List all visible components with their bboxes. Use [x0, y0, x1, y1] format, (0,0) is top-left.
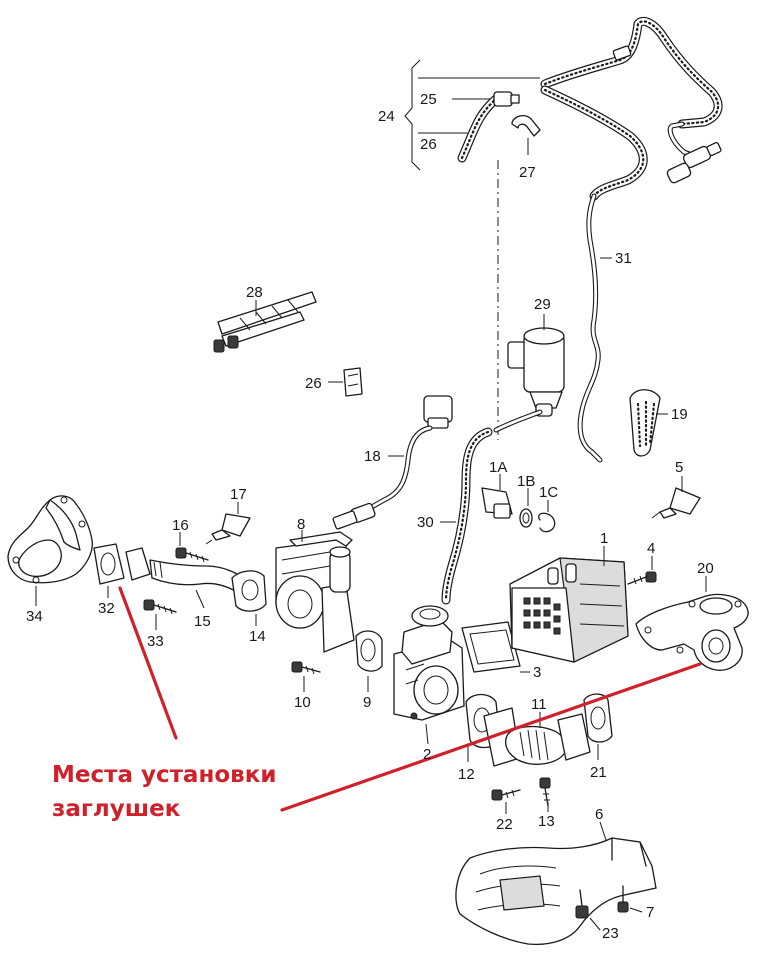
callout-3: 3 — [533, 664, 541, 681]
pipe-11 — [483, 707, 591, 767]
bolt-10 — [291, 661, 321, 692]
annotation-line-2: заглушек — [52, 796, 181, 822]
callout-30: 30 — [417, 514, 434, 531]
callout-4: 4 — [647, 540, 655, 557]
callout-26-mid: 26 — [305, 375, 322, 392]
callout-26-top: 26 — [420, 136, 437, 153]
callout-1A: 1A — [489, 459, 507, 476]
gasket-21 — [583, 693, 613, 760]
bolt-4 — [627, 556, 657, 585]
callout-11: 11 — [531, 696, 547, 713]
gasket-9 — [355, 630, 383, 692]
callout-5: 5 — [675, 459, 683, 476]
callout-7: 7 — [646, 904, 654, 921]
cooler-fins — [523, 597, 561, 635]
wiring-clip-28 — [213, 291, 317, 353]
flap-housing-2 — [393, 605, 465, 745]
callout-labels: 24 25 26 27 31 28 29 26 19 18 1A 1B 1C 5… — [26, 91, 714, 942]
clip-26 — [328, 367, 363, 397]
callout-1B: 1B — [517, 473, 535, 490]
hose-19 — [629, 389, 668, 457]
bolt-33 — [143, 599, 177, 630]
hose-30 — [440, 427, 493, 605]
sealant-tube-5 — [651, 476, 701, 519]
callout-24: 24 — [378, 108, 395, 125]
callout-29: 29 — [534, 296, 551, 313]
callout-19: 19 — [671, 406, 688, 423]
annotation-line-left — [118, 586, 178, 740]
callout-22: 22 — [496, 816, 513, 833]
callout-20: 20 — [697, 560, 714, 577]
gasket-3 — [461, 621, 530, 673]
callout-2: 2 — [423, 746, 431, 763]
callout-25: 25 — [420, 91, 437, 108]
callout-28: 28 — [246, 284, 263, 301]
fitting-1A-1B-1C — [481, 474, 556, 533]
callout-13: 13 — [538, 813, 555, 830]
bolt-13 — [539, 777, 551, 812]
sealant-tube-17 — [205, 502, 251, 545]
callout-23: 23 — [602, 925, 619, 942]
callout-34: 34 — [26, 608, 43, 625]
callout-17: 17 — [230, 486, 247, 503]
egr-cooler-1 — [509, 546, 629, 663]
callout-32: 32 — [98, 600, 115, 617]
bolt-22 — [491, 789, 521, 814]
callout-1C: 1C — [539, 484, 558, 501]
bolt-16 — [175, 532, 209, 563]
gasket-14 — [231, 570, 267, 626]
callout-6: 6 — [595, 806, 603, 823]
plug-location-annotation: Места установки заглушек — [52, 758, 276, 826]
callout-15: 15 — [194, 613, 211, 630]
gasket-32 — [93, 543, 125, 598]
egr-valve-8 — [275, 530, 355, 653]
flange-20 — [635, 576, 749, 671]
bolt-7 — [617, 885, 643, 913]
callout-9: 9 — [363, 694, 371, 711]
callout-18: 18 — [364, 448, 381, 465]
annotation-line-1: Места установки — [52, 762, 277, 788]
callout-21: 21 — [590, 764, 607, 781]
heat-shield-6 — [455, 821, 657, 946]
callout-8: 8 — [297, 516, 305, 533]
callout-27: 27 — [519, 164, 536, 181]
intake-pipe-34 — [7, 495, 93, 606]
callout-1: 1 — [600, 530, 608, 547]
callout-16: 16 — [172, 517, 189, 534]
vacuum-line-group — [404, 16, 723, 463]
callout-10: 10 — [294, 694, 311, 711]
sensor-18 — [332, 395, 453, 530]
annotation-line-right — [280, 662, 702, 812]
solenoid-valve-29 — [493, 314, 565, 433]
callout-31: 31 — [615, 250, 632, 267]
bolt-23 — [575, 889, 601, 931]
callout-12: 12 — [458, 766, 475, 783]
callout-14: 14 — [249, 628, 266, 645]
callout-33: 33 — [147, 633, 164, 650]
